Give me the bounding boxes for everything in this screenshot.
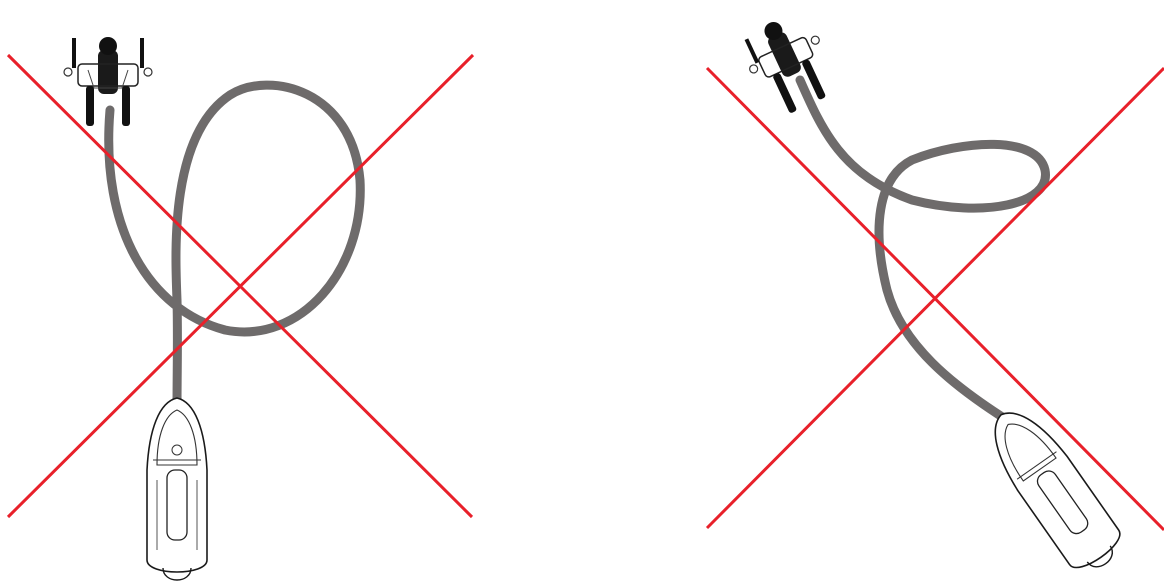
- right-diagram-svg: [582, 0, 1164, 583]
- hose-right: [800, 80, 1045, 420]
- pilot-icon: [735, 7, 842, 122]
- cross-mark-icon: [8, 55, 473, 517]
- watercraft-icon: [977, 397, 1131, 581]
- diagram-panel-left: [0, 0, 582, 583]
- diagram-panel-right: [582, 0, 1164, 583]
- cross-mark-icon: [707, 68, 1164, 530]
- left-diagram-svg: [0, 0, 582, 583]
- watercraft-icon: [147, 398, 207, 580]
- hose-left: [109, 85, 361, 410]
